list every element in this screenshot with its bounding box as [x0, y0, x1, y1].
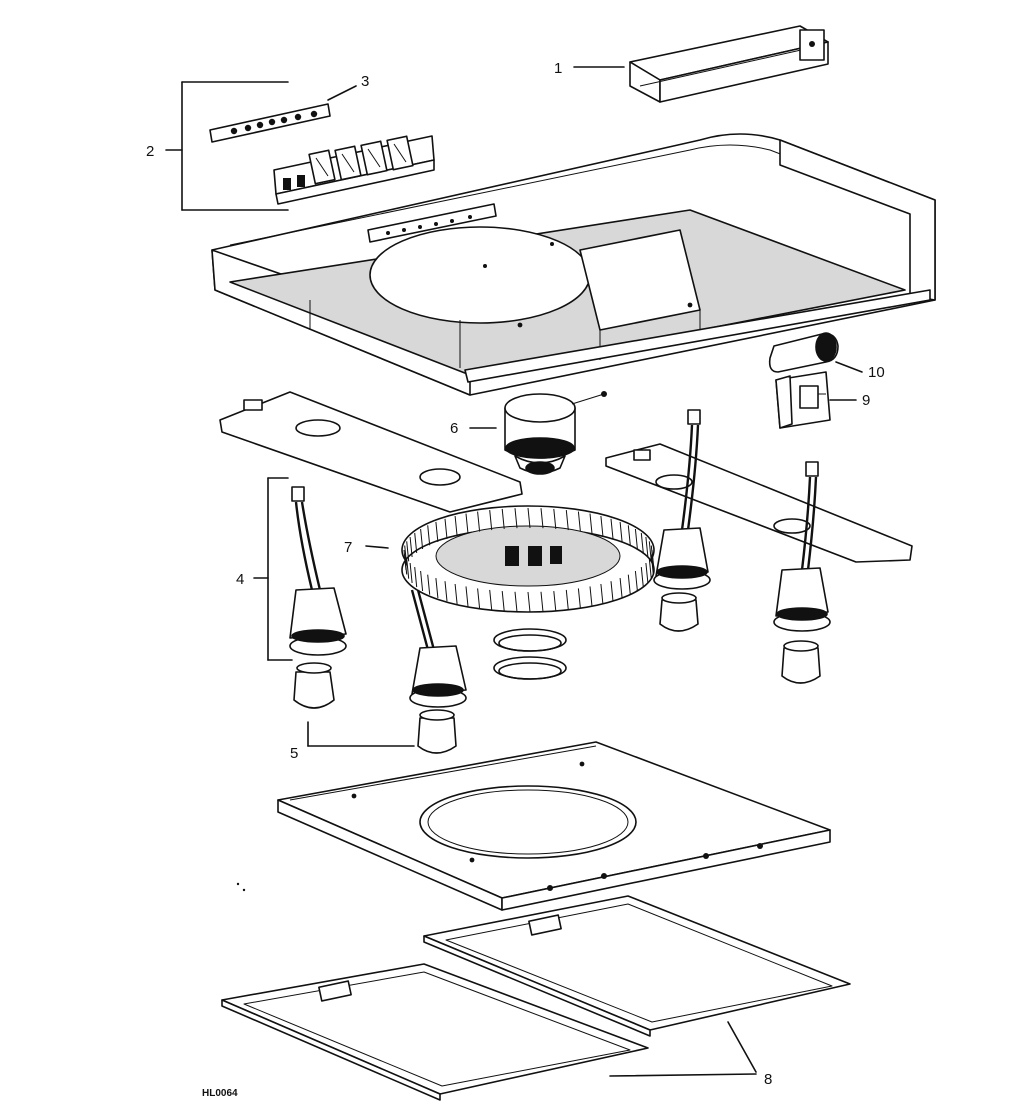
blower-blade [465, 586, 469, 607]
blower-blade [454, 583, 458, 605]
blower-blade [420, 528, 424, 550]
blower-blade [414, 532, 418, 553]
blower-blade [489, 589, 493, 610]
blower-blade [640, 532, 644, 553]
blower-blade [444, 581, 448, 602]
right-lamp-rail [605, 443, 913, 563]
blower-blade [427, 574, 431, 595]
blower-blade [619, 521, 623, 542]
lamp-assembly-right-2 [773, 461, 831, 684]
part-10-capacitor [768, 332, 839, 373]
blower-blade [465, 513, 469, 534]
blower-blade [540, 508, 544, 529]
blower-blade [640, 567, 644, 588]
blower-blade [645, 562, 649, 584]
part-9-junction-box [775, 371, 831, 429]
blower-blade [645, 536, 649, 558]
blower-blade [650, 545, 654, 566]
blower-blade [627, 525, 631, 546]
blower-blade [589, 513, 593, 534]
blower-blade [420, 570, 424, 592]
part-3-control-strip [209, 103, 331, 143]
lamp-assembly-center [409, 589, 467, 754]
part-8-filter-rear [423, 895, 851, 1037]
blower-blade [600, 515, 604, 537]
lamp-assembly-right-1 [653, 409, 711, 632]
callout-7: 7 [344, 539, 352, 556]
blower-blade [409, 536, 413, 558]
blower-blade [406, 558, 410, 579]
blower-blade [540, 591, 544, 612]
blower-blade [577, 511, 581, 532]
gasket-rings [493, 628, 567, 680]
blower-blade [444, 518, 448, 539]
blower-blade [553, 591, 557, 612]
blower-blade [565, 510, 569, 531]
left-lamp-rail [219, 391, 523, 513]
part-1-duct-box [629, 25, 829, 103]
blower-blade [589, 586, 593, 607]
blower-blade [501, 508, 505, 529]
blower-blade [650, 554, 654, 575]
blower-blade [435, 578, 439, 599]
blower-blade [427, 525, 431, 546]
blower-blade [514, 508, 518, 529]
blower-blade [409, 562, 413, 584]
callout-3: 3 [361, 73, 369, 90]
blower-blade [648, 558, 652, 579]
blower-blade [627, 574, 631, 595]
part-2-switch-board [273, 135, 435, 205]
blower-blade [565, 589, 569, 610]
callout-8: 8 [764, 1071, 772, 1088]
blower-blade [634, 570, 638, 592]
callout-5: 5 [290, 745, 298, 762]
callout-6: 6 [450, 420, 458, 437]
callout-4: 4 [236, 571, 244, 588]
lamp-assembly-left [289, 486, 347, 709]
blower-blade [553, 508, 557, 529]
blower-blades [403, 507, 655, 613]
blower-blade [610, 581, 614, 602]
blower-blade [489, 510, 493, 531]
leader-lines [165, 66, 863, 1077]
hood-housing [211, 133, 936, 396]
part-6-motor [504, 391, 607, 475]
blower-blade [577, 588, 581, 609]
blower-blade [619, 578, 623, 599]
blower-blade [600, 583, 604, 605]
blower-blade [501, 591, 505, 612]
diagram-code: HL0064 [202, 1088, 238, 1099]
blower-blade [527, 507, 531, 529]
blower-blade [435, 521, 439, 542]
blower-blade [477, 511, 481, 532]
blower-blade [648, 541, 652, 562]
callout-1: 1 [554, 60, 562, 77]
callout-10: 10 [868, 364, 885, 381]
blower-blade [477, 588, 481, 609]
blower-blade [514, 591, 518, 612]
blower-blade [610, 518, 614, 539]
blower-blade [527, 591, 531, 613]
blower-blade [404, 545, 408, 566]
part-7-blower-wheel [401, 505, 655, 613]
bottom-pan [277, 741, 831, 911]
blower-blade [414, 567, 418, 588]
callout-2: 2 [146, 143, 154, 160]
blower-blade [634, 528, 638, 550]
callout-9: 9 [862, 392, 870, 409]
part-8-filter-front [221, 963, 649, 1101]
blower-blade [406, 541, 410, 562]
blower-blade [403, 549, 407, 571]
blower-blade [454, 515, 458, 537]
